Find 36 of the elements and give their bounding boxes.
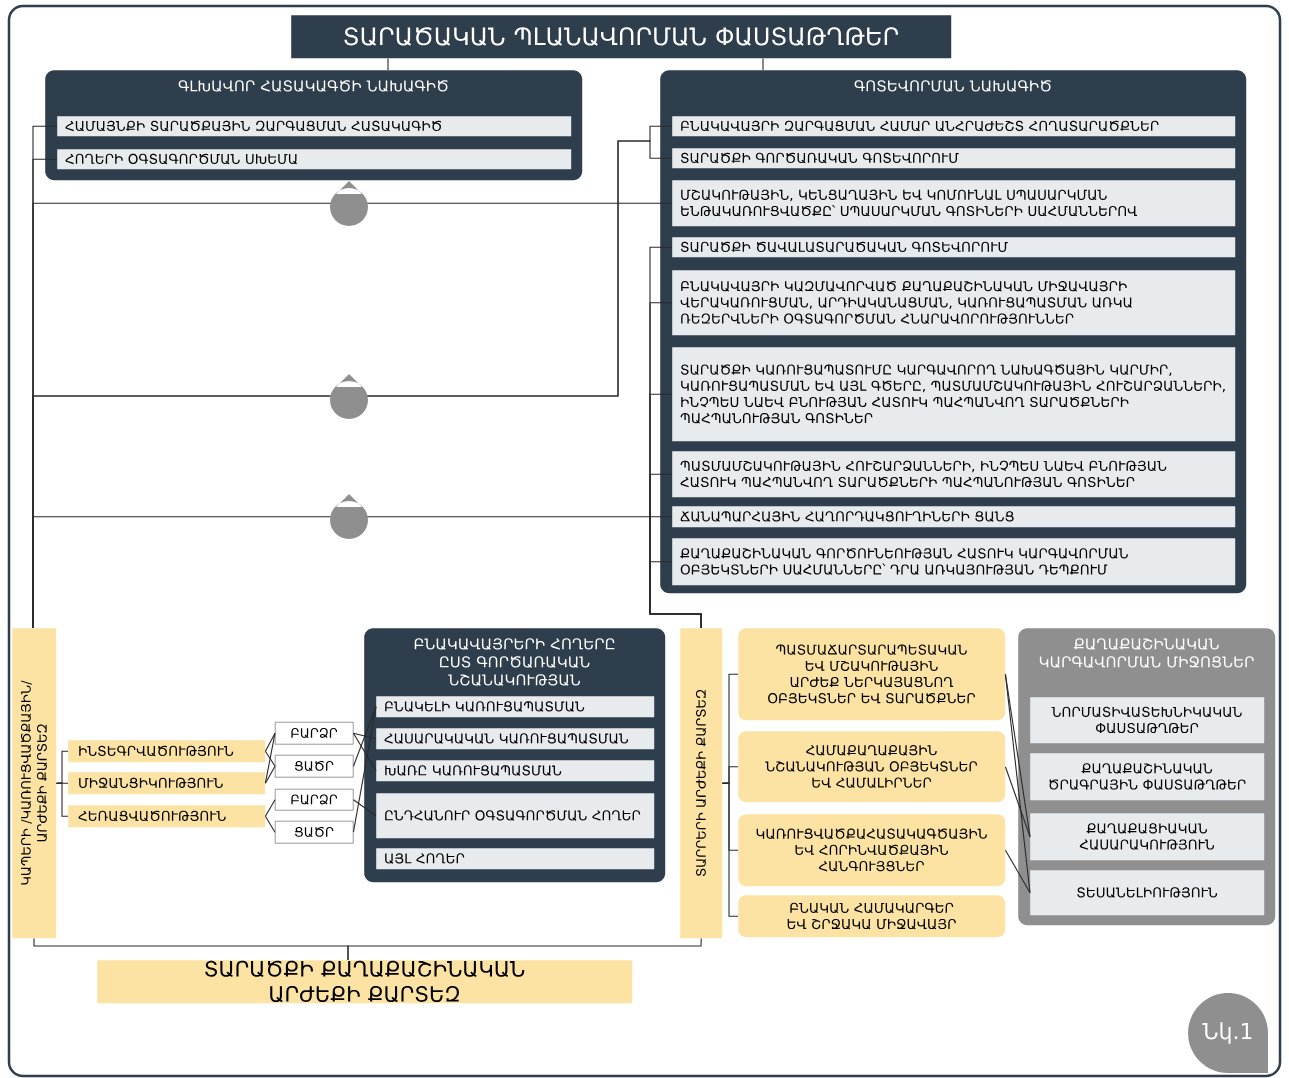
level-box: ԲԱՐՁՐ xyxy=(275,722,354,745)
level-box: ԲԱՐՁՐ xyxy=(275,789,354,811)
category-box: ՀԱՄԱՔԱՂԱՔԱՅԻՆ ՆՇԱՆԱԿՈՒԹՅԱՆ ՕԲՅԵԿՏՆԵՐ ԵՎ ՀԱՄԱԼԻՐՆԵՐ xyxy=(738,731,1006,803)
category-box: ՀԵՌԱՑՎԱԾՈՒԹՅՈՒՆ xyxy=(68,805,266,828)
list-item-box: ՀԱՍԱՐԱԿԱԿԱՆ ԿԱՌՈՒՑԱՊԱՏՄԱՆ xyxy=(376,728,655,750)
category-box: ԲՆԱԿԱՆ ՀԱՄԱԿԱՐԳԵՐ ԵՎ ՇՐՋԱԿԱ ՄԻՋԱՎԱՅՐ xyxy=(738,895,1006,938)
list-item-box: ՃԱՆԱՊԱՐՀԱՅԻՆ ՀԱՂՈՐԴԱԿՑՈՒՂԻՆԵՐԻ ՑԱՆՑ xyxy=(672,506,1236,528)
list-item-box: ՄՇԱԿՈՒԹԱՅԻՆ, ԿԵՆՑԱՂԱՅԻՆ ԵՎ ԿՈՄՈՒՆԱԼ ՍՊԱՍԱՐԿՄԱՆ ԵՆԹԱԿԱՌՈՒՑՎԱԾՔԸ՝ ՍՊԱՍԱՐԿՄԱՆ ԳՈՏԻՆԵՐԻ ՍԱՀՄԱՆՆԵՐՈՎ xyxy=(672,180,1236,227)
level-box: ՑԱԾՐ xyxy=(275,755,354,778)
list-item-box: ՏԱՐԱԾՔԻ ԿԱՌՈՒՑԱՊԱՏՈՒՄԸ ԿԱՐԳԱՎՈՐՈՂ ՆԱԽԱԳԾԱՅԻՆ ԿԱՐՄԻՐ, ԿԱՌՈՒՑԱՊԱՏՄԱՆ ԵՎ ԱՅԼ ԳԾԵՐԸ, ՊԱՏՄԱՄՇԱԿՈՒԹԱՅԻՆ ՀՈՒՇԱՐՁԱՆՆԵՐԻ, ԻՆՉՊԵՍ ՆԱԵՎ ԲՆՈՒԹՅԱՆ ՀԱՏՈՒԿ ՊԱՀՊԱՆՎՈՂ ՏԱՐԱԾՔՆԵՐԻ ՊԱՀՊԱՆՈՒԹՅԱՆ ԳՈՏԻՆԵՐ xyxy=(672,347,1236,442)
list-item-box: ՔԱՂԱՔԱՇԻՆԱԿԱՆ ԾՐԱԳՐԱՅԻՆ ՓԱՍՏԱԹՂԹԵՐ xyxy=(1030,753,1265,801)
list-item-box: ԲՆԱԿԱՎԱՅՐԻ ԿԱԶՄԱՎՈՐՎԱԾ ՔԱՂԱՔԱՇԻՆԱԿԱՆ ՄԻՋԱՎԱՅՐԻ ՎԵՐԱԿԱՌՈՒՑՄԱՆ, ԱՐԴԻԱԿԱՆԱՑՄԱՆ, ԿԱՌՈՒՑԱՊԱՏՄԱՆ ԱՌԿԱ ՌԵԶԵՐՎՆԵՐԻ ՕԳՏԱԳՈՐԾՄԱՆ ՀՆԱՐԱՎՈՐՈՒԹՅՈՒՆՆԵՐ xyxy=(672,270,1236,336)
category-box: ՄԻՋԱՆՑԻԿՈՒԹՅՈՒՆ xyxy=(68,772,266,795)
list-item-box: ՔԱՂԱՔԱՇԻՆԱԿԱՆ ԳՈՐԾՈՒՆԵՈՒԹՅԱՆ ՀԱՏՈՒԿ ԿԱՐԳԱՎՈՐՄԱՆ ՕԲՅԵԿՏՆԵՐԻ ՍԱՀՄԱՆՆԵՐԸ՝ ԴՐԱ ԱՌԿԱՅՈՒԹՅԱՆ ԴԵՊՔՈՒՄ xyxy=(672,538,1236,586)
list-item-box: ՆՈՐՄԱՏԻՎԱՏԵԽՆԻԿԱԿԱՆ ՓԱՍՏԱԹՂԹԵՐ xyxy=(1030,697,1265,744)
list-item-box: ԱՅԼ ՀՈՂԵՐ xyxy=(376,848,655,870)
list-item-box: ՊԱՏՄԱՄՇԱԿՈՒԹԱՅԻՆ ՀՈՒՇԱՐՁԱՆՆԵՐԻ, ԻՆՉՊԵՍ ՆԱԵՎ ԲՆՈՒԹՅԱՆ ՀԱՏՈՒԿ ՊԱՀՊԱՆՎՈՂ ՏԱՐԱԾՔՆԵՐԻ ՊԱՀՊԱՆՈՒԹՅԱՆ ԳՈՏԻՆԵՐ xyxy=(672,451,1236,498)
level-box: ՑԱԾՐ xyxy=(275,821,354,844)
list-item-box: ՔԱՂԱՔԱՑԻԱԿԱՆ ՀԱՍԱՐԱԿՈՒԹՅՈՒՆ xyxy=(1030,813,1265,861)
list-item-box: ԲՆԱԿԱՎԱՅՐԻ ԶԱՐԳԱՑՄԱՆ ՀԱՄԱՐ ԱՆՀՐԱԺԵՇՏ ՀՈՂԱՏԱՐԱԾՔՆԵՐ xyxy=(672,116,1236,137)
list-item-box: ՏԱՐԱԾՔԻ ԳՈՐԾԱՌԱԿԱՆ ԳՈՏԵՎՈՐՈՒՄ xyxy=(672,148,1236,169)
heading-box: ՏԱՐԱԾՔԻ ՔԱՂԱՔԱՇԻՆԱԿԱՆ ԱՐԺԵՔԻ ՔԱՐՏԵԶ xyxy=(97,960,633,1004)
list-item-box: ՀԱՄԱՅՆՔԻ ՏԱՐԱԾՔԱՅԻՆ ԶԱՐԳԱՑՄԱՆ ՀԱՏԱԿԱԳԻԾ xyxy=(57,116,572,137)
list-item-box: ԲՆԱԿԵԼԻ ԿԱՌՈՒՑԱՊԱՏՄԱՆ xyxy=(376,696,655,718)
category-box: ՊԱՏՄԱՃԱՐՏԱՐԱՊԵՏԱԿԱՆ ԵՎ ՄՇԱԿՈՒԹԱՅԻՆ ԱՐԺԵՔ ՆԵՐԿԱՅԱՑՆՈՂ ՕԲՅԵԿՏՆԵՐ ԵՎ ՏԱՐԱԾՔՆԵՐ xyxy=(738,628,1006,721)
vertical-label-box: ԿԱՊԵՐԻ /ԿԱՌՈՒՑՎԱԾՔԱՅԻՆ/ ԱՐԺԵՔԻ ՔԱՐՏԵԶ xyxy=(12,628,57,939)
title-banner: ՏԱՐԱԾԱԿԱՆ ՊԼԱՆԱՎՈՐՄԱՆ ՓԱՍՏԱԹՂԹԵՐ xyxy=(291,15,952,59)
vertical-label-box: ՏԱՐՐԵՐԻ ԱՐԺԵՔԻ ՔԱՐՏԵԶ xyxy=(680,628,723,939)
list-item-box: ԽԱՌԸ ԿԱՌՈՒՑԱՊԱՏՄԱՆ xyxy=(376,760,655,782)
list-item-box: ԸՆԴՀԱՆՈՒՐ ՕԳՏԱԳՈՐԾՄԱՆ ՀՈՂԵՐ xyxy=(376,793,655,839)
list-item-box: ՏԵՍԱՆԵԼԻՈՒԹՅՈՒՆ xyxy=(1030,870,1265,916)
list-item-box: ՀՈՂԵՐԻ ՕԳՏԱԳՈՐԾՄԱՆ ՍԽԵՄԱ xyxy=(57,149,572,170)
list-item-box: ՏԱՐԱԾՔԻ ԾԱՎԱԼԱՏԱՐԱԾԱԿԱՆ ԳՈՏԵՎՈՐՈՒՄ xyxy=(672,237,1236,258)
figure-badge: Նկ.1 xyxy=(1188,993,1268,1073)
category-box: ԿԱՌՈՒՑՎԱԾՔԱՀԱՏԱԿԱԳԾԱՅԻՆ ԵՎ ՀՈՐԻՆՎԱԾՔԱՅԻՆ ՀԱՆԳՈՒՅՑՆԵՐ xyxy=(738,814,1006,887)
category-box: ԻՆՏԵԳՐՎԱԾՈՒԹՅՈՒՆ xyxy=(68,740,266,763)
